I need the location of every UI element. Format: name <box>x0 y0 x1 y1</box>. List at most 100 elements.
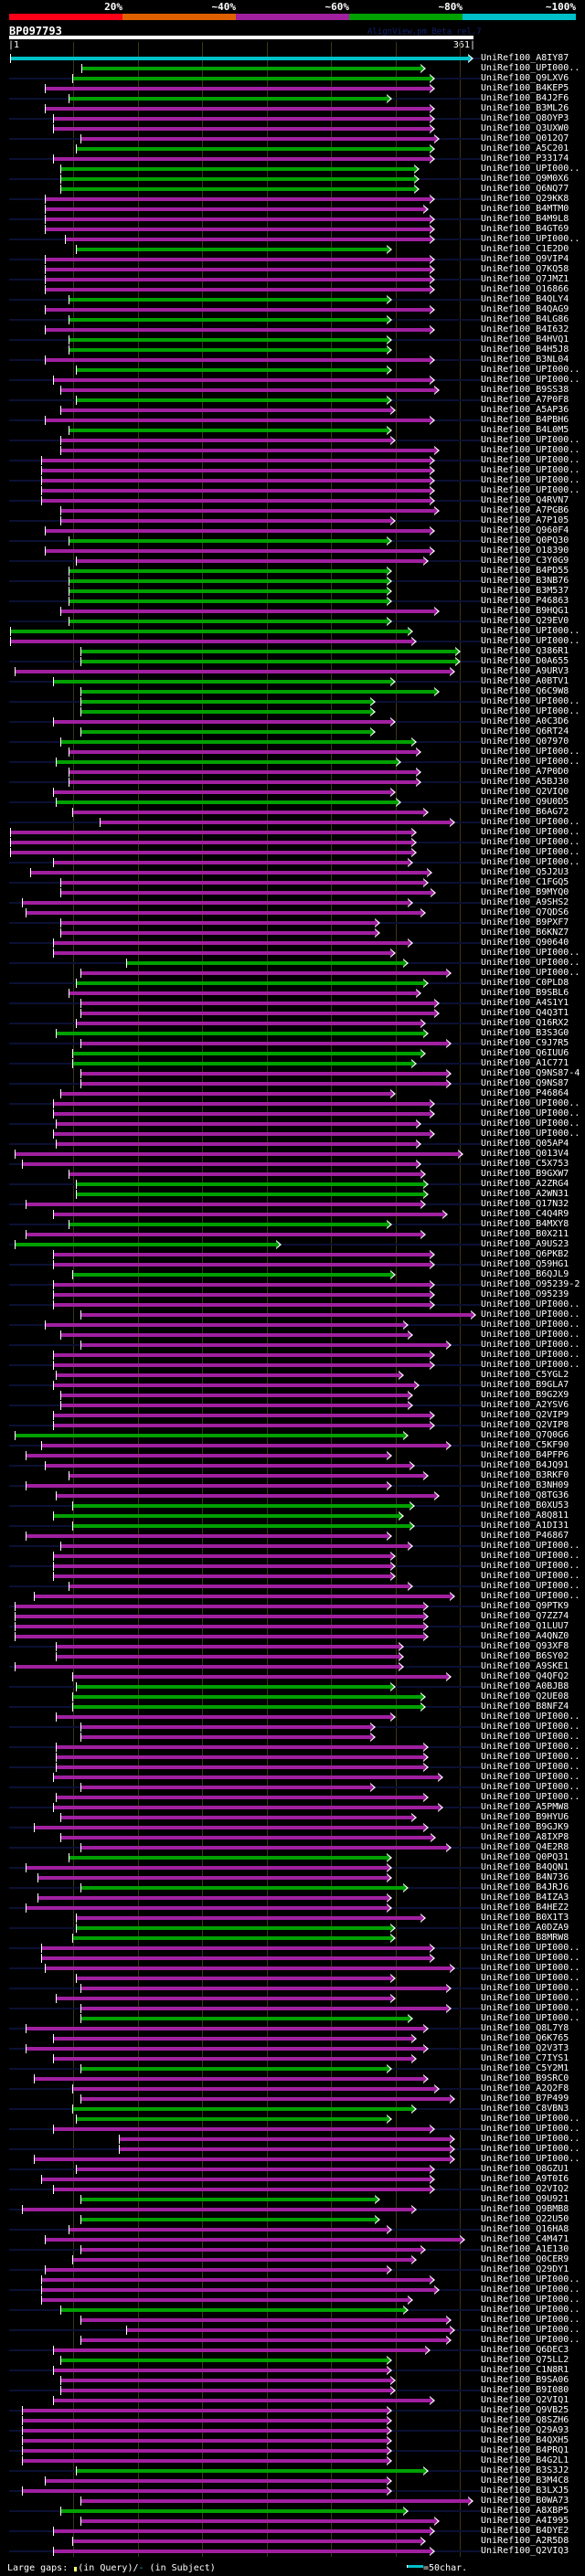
hit-row[interactable]: UniRef100_B4JRJ6 <box>0 1882 585 1893</box>
hit-label[interactable]: UniRef100_Q2V3T3 <box>481 2043 569 2053</box>
hit-label[interactable]: UniRef100_C5X753 <box>481 1159 569 1169</box>
alignment-bar[interactable] <box>52 1283 430 1287</box>
hit-label[interactable]: UniRef100_B4I632 <box>481 324 569 334</box>
alignment-bar[interactable] <box>68 569 388 573</box>
alignment-bar[interactable] <box>41 1946 430 1950</box>
alignment-bar[interactable] <box>80 2499 468 2503</box>
hit-row[interactable]: UniRef100_Q013V4 <box>0 1149 585 1160</box>
alignment-bar[interactable] <box>118 2137 451 2141</box>
hit-row[interactable]: UniRef100_UPI000.. <box>0 1742 585 1753</box>
hit-row[interactable]: UniRef100_A5AP36 <box>0 405 585 416</box>
hit-label[interactable]: UniRef100_C5KF90 <box>481 1440 569 1450</box>
hit-label[interactable]: UniRef100_B4HVQ1 <box>481 334 569 345</box>
hit-row[interactable]: UniRef100_Q6K765 <box>0 2033 585 2044</box>
alignment-bar[interactable] <box>60 921 376 925</box>
hit-row[interactable]: UniRef100_Q4E2R8 <box>0 1842 585 1853</box>
alignment-bar[interactable] <box>72 1936 391 1940</box>
hit-row[interactable]: UniRef100_UPI000.. <box>0 2274 585 2285</box>
hit-label[interactable]: UniRef100_Q29EV0 <box>481 616 569 626</box>
alignment-bar[interactable] <box>22 2429 388 2433</box>
hit-row[interactable]: UniRef100_P33174 <box>0 154 585 164</box>
hit-label[interactable]: UniRef100_A5PMW8 <box>481 1802 569 1812</box>
hit-label[interactable]: UniRef100_Q9PTK9 <box>481 1601 569 1611</box>
hit-label[interactable]: UniRef100_C1FGQ5 <box>481 877 569 887</box>
hit-label[interactable]: UniRef100_A7P105 <box>481 515 569 525</box>
alignment-bar[interactable] <box>68 97 388 101</box>
alignment-bar[interactable] <box>41 2288 435 2292</box>
alignment-bar[interactable] <box>76 2168 430 2171</box>
alignment-bar[interactable] <box>45 228 430 231</box>
hit-row[interactable]: UniRef100_Q9VIP4 <box>0 254 585 265</box>
alignment-bar[interactable] <box>26 1866 388 1870</box>
alignment-bar[interactable] <box>55 1494 435 1498</box>
alignment-bar[interactable] <box>76 1685 391 1689</box>
hit-row[interactable]: UniRef100_Q1LUU7 <box>0 1621 585 1632</box>
hit-label[interactable]: UniRef100_O18390 <box>481 546 569 556</box>
hit-label[interactable]: UniRef100_Q93XF8 <box>481 1641 569 1651</box>
alignment-bar[interactable] <box>41 479 430 482</box>
hit-label[interactable]: UniRef100_Q0CER9 <box>481 2254 569 2264</box>
hit-row[interactable]: UniRef100_UPI000.. <box>0 1340 585 1351</box>
alignment-bar[interactable] <box>26 1233 420 1236</box>
hit-label[interactable]: UniRef100_C5YGL2 <box>481 1370 569 1380</box>
hit-row[interactable]: UniRef100_A7P0D0 <box>0 767 585 778</box>
hit-row[interactable]: UniRef100_UPI000.. <box>0 2284 585 2295</box>
hit-row[interactable]: UniRef100_UPI000.. <box>0 375 585 386</box>
alignment-bar[interactable] <box>80 2007 446 2010</box>
alignment-bar[interactable] <box>68 599 388 603</box>
hit-row[interactable]: UniRef100_O95239-2 <box>0 1279 585 1290</box>
hit-label[interactable]: UniRef100_Q2VIP8 <box>481 1420 569 1430</box>
hit-label[interactable]: UniRef100_UPI000.. <box>481 1953 580 1963</box>
hit-label[interactable]: UniRef100_Q05AP4 <box>481 1139 569 1149</box>
alignment-bar[interactable] <box>29 871 427 875</box>
hit-label[interactable]: UniRef100_UPI000.. <box>481 445 580 455</box>
hit-row[interactable]: UniRef100_UPI000.. <box>0 837 585 848</box>
alignment-bar[interactable] <box>45 268 430 271</box>
alignment-bar[interactable] <box>52 2348 426 2352</box>
hit-row[interactable]: UniRef100_Q07970 <box>0 737 585 747</box>
alignment-bar[interactable] <box>10 630 408 633</box>
alignment-bar[interactable] <box>60 187 414 191</box>
hit-label[interactable]: UniRef100_B3S3G0 <box>481 1028 569 1038</box>
hit-row[interactable]: UniRef100_B4QXH5 <box>0 2435 585 2446</box>
hit-row[interactable]: UniRef100_Q9M0X6 <box>0 174 585 185</box>
hit-label[interactable]: UniRef100_UPI000.. <box>481 1309 580 1320</box>
hit-label[interactable]: UniRef100_UPI000.. <box>481 1943 580 1953</box>
hit-row[interactable]: UniRef100_Q0PQ31 <box>0 1852 585 1863</box>
alignment-bar[interactable] <box>72 2087 435 2091</box>
alignment-bar[interactable] <box>68 770 417 774</box>
alignment-bar[interactable] <box>14 1605 423 1608</box>
hit-label[interactable]: UniRef100_B4JRJ6 <box>481 1882 569 1892</box>
hit-label[interactable]: UniRef100_A0BJB8 <box>481 1681 569 1691</box>
hit-row[interactable]: UniRef100_A9URV3 <box>0 666 585 677</box>
hit-row[interactable]: UniRef100_B4PFP6 <box>0 1450 585 1461</box>
hit-label[interactable]: UniRef100_UPI000.. <box>481 847 580 857</box>
alignment-bar[interactable] <box>68 429 388 432</box>
alignment-bar[interactable] <box>126 961 404 965</box>
hit-label[interactable]: UniRef100_A9T0I6 <box>481 2174 569 2184</box>
alignment-bar[interactable] <box>52 1363 430 1367</box>
hit-row[interactable]: UniRef100_UPI000.. <box>0 636 585 647</box>
hit-label[interactable]: UniRef100_UPI000.. <box>481 2305 580 2315</box>
hit-row[interactable]: UniRef100_UPI000.. <box>0 757 585 768</box>
alignment-bar[interactable] <box>60 1092 391 1096</box>
alignment-bar[interactable] <box>80 650 455 653</box>
hit-row[interactable]: UniRef100_UPI000.. <box>0 1108 585 1119</box>
hit-label[interactable]: UniRef100_UPI000.. <box>481 1340 580 1350</box>
alignment-bar[interactable] <box>80 67 420 70</box>
hit-label[interactable]: UniRef100_Q9U0D5 <box>481 797 569 807</box>
hit-label[interactable]: UniRef100_A0C3D6 <box>481 716 569 726</box>
alignment-bar[interactable] <box>80 1735 370 1739</box>
hit-row[interactable]: UniRef100_UPI000.. <box>0 2305 585 2316</box>
alignment-bar[interactable] <box>72 1273 391 1277</box>
hit-row[interactable]: UniRef100_B3ML26 <box>0 103 585 114</box>
alignment-bar[interactable] <box>14 1615 423 1618</box>
alignment-bar[interactable] <box>80 1313 471 1317</box>
alignment-bar[interactable] <box>45 2479 388 2483</box>
hit-label[interactable]: UniRef100_UPI000.. <box>481 1591 580 1601</box>
hit-label[interactable]: UniRef100_UPI000.. <box>481 475 580 485</box>
hit-row[interactable]: UniRef100_UPI000.. <box>0 1098 585 1109</box>
hit-label[interactable]: UniRef100_A4S1Y1 <box>481 998 569 1008</box>
hit-label[interactable]: UniRef100_UPI000.. <box>481 1551 580 1561</box>
hit-row[interactable]: UniRef100_A0BJB8 <box>0 1681 585 1692</box>
